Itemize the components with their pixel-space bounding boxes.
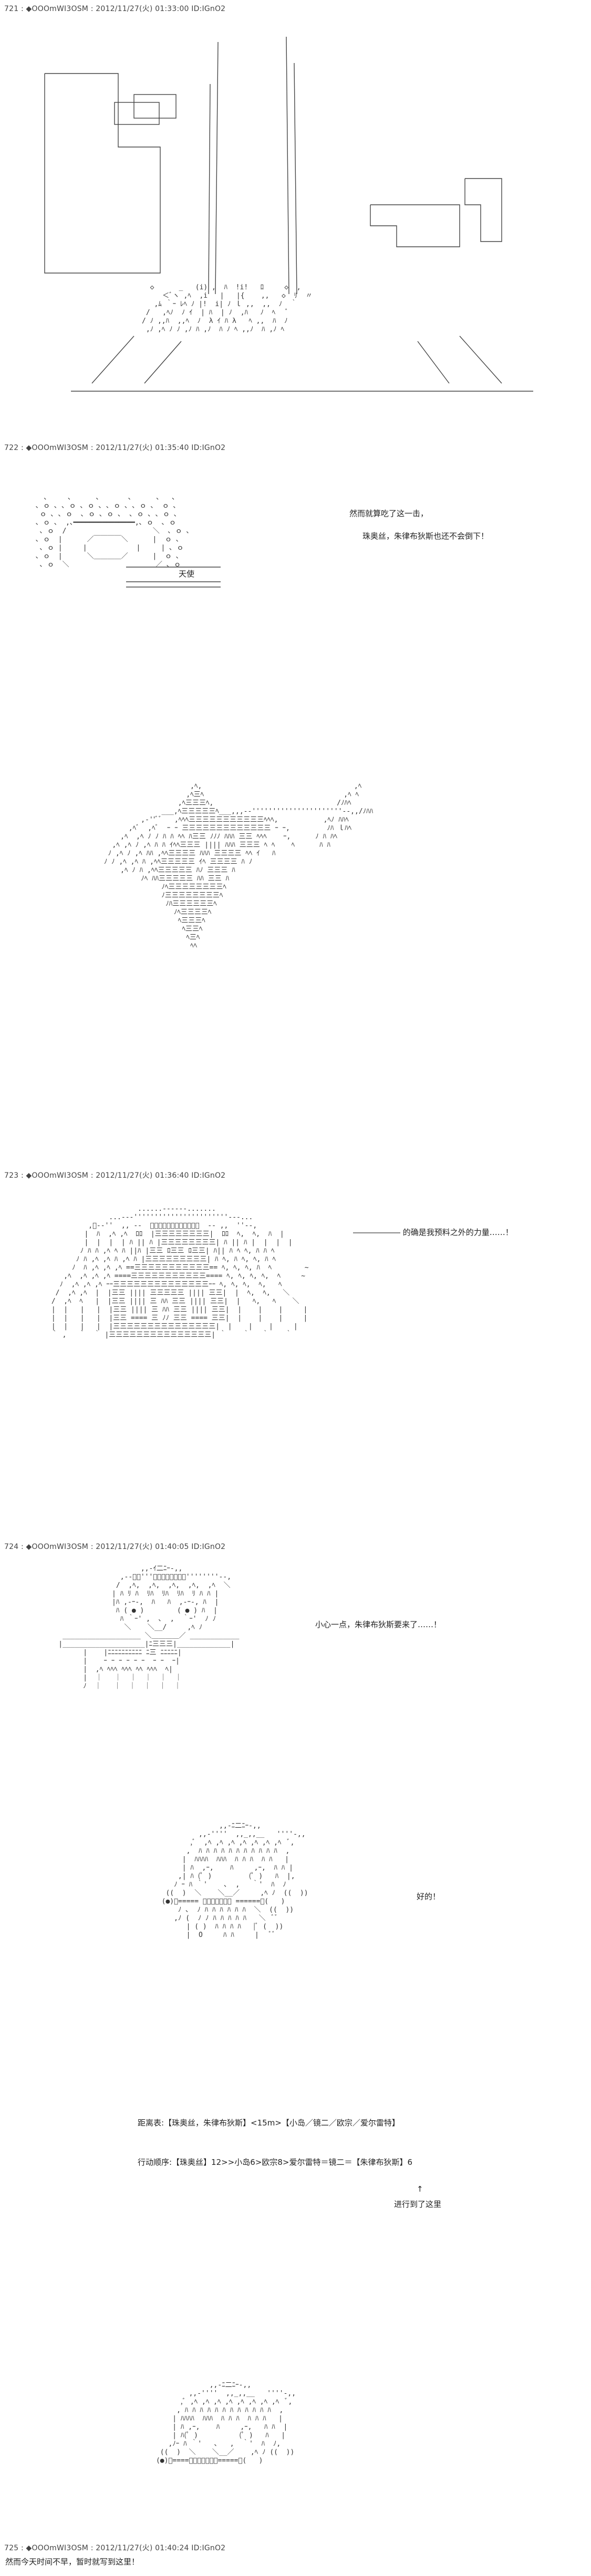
progress-arrow: ↑ (417, 2184, 423, 2194)
dialog-line: 小心一点，朱律布狄斯要来了……！ (315, 1620, 442, 1629)
post-header-724: 724 : ◆OOOmWI3OSM : 2012/11/27(火) 01:40:… (4, 1543, 226, 1551)
ascii-art-scene-721 (44, 36, 533, 392)
post-header-722: 722 : ◆OOOmWI3OSM : 2012/11/27(火) 01:35:… (4, 444, 226, 452)
ascii-art-debris-721: ◇ _ (i) , ﾊ !i! ﾛ ◇ , ＜ﾞヽ ,ﾍ ,i | |{ ,, … (142, 284, 313, 333)
angel-frame (126, 567, 221, 588)
post-header-723: 723 : ◆OOOmWI3OSM : 2012/11/27(火) 01:36:… (4, 1171, 226, 1180)
dialog-line: ―――――― 的确是我预料之外的力量……！ (353, 1228, 513, 1237)
dialog-line: 然而今天时间不早，暂时就写到这里！ (5, 2557, 140, 2567)
distance-table: 距离表:【珠奥丝，朱律布狄斯】<15m>【小岛／镜二／欧宗／爱尔雷特】 (138, 2118, 400, 2128)
post-header-725: 725 : ◆OOOmWI3OSM : 2012/11/27(火) 01:40:… (4, 2544, 226, 2552)
dialog-line: 然而就算吃了这一击， (349, 509, 429, 518)
dialog-line: 珠奥丝，朱律布狄斯也还不会倒下！ (362, 531, 489, 541)
ascii-art-character-b-725: ,,-ﾆ二ﾆｰ-,, ,,-'''' ,,_,,__ ''''-,, ,ﾞ ,ﾍ… (155, 2381, 296, 2465)
ascii-art-figure-722: ,ﾍ, ,ﾍ ,ﾍ三ﾍ ,ﾍ ﾍ ,ﾍ三三三ﾍ, /ﾉﾊﾍ ___,ﾍ三三三三三… (103, 782, 374, 950)
ascii-art-burst-722: ､ ､ ､ ､ ､ ､ ､ ｏ ､ ､ ｏ ､ ｏ ､ ､ ｏ ､ ､ ｏ ､ … (35, 494, 190, 569)
ascii-art-character-b-724: ,,-ﾆ二ﾆｰ-,, ,,-'''' ,,_,,__ ''''-,, ,ﾞ ,ﾍ… (161, 1822, 308, 1939)
dialog-line: 好的！ (417, 1892, 441, 1901)
progress-note: 进行到了这里 (394, 2200, 442, 2209)
post-header-721: 721 : ◆OOOmWI3OSM : 2012/11/27(火) 01:33:… (4, 5, 226, 13)
angel-label: 天使 (179, 569, 195, 579)
ascii-art-character-a-724: ,,-ｲ二ﾆｰ-,, ,--ﾞﾞ'''ﾞﾞﾞﾞﾞﾞﾞﾞ''''''''--, /… (58, 1565, 240, 1690)
action-order: 行动顺序:【珠奥丝】12>>小岛6>欧宗8>爱尔雷特＝镜二＝【朱律布狄斯】6 (138, 2158, 413, 2167)
ascii-art-monster-723: ......------....... ...---''''''''''''''… (51, 1205, 309, 1339)
